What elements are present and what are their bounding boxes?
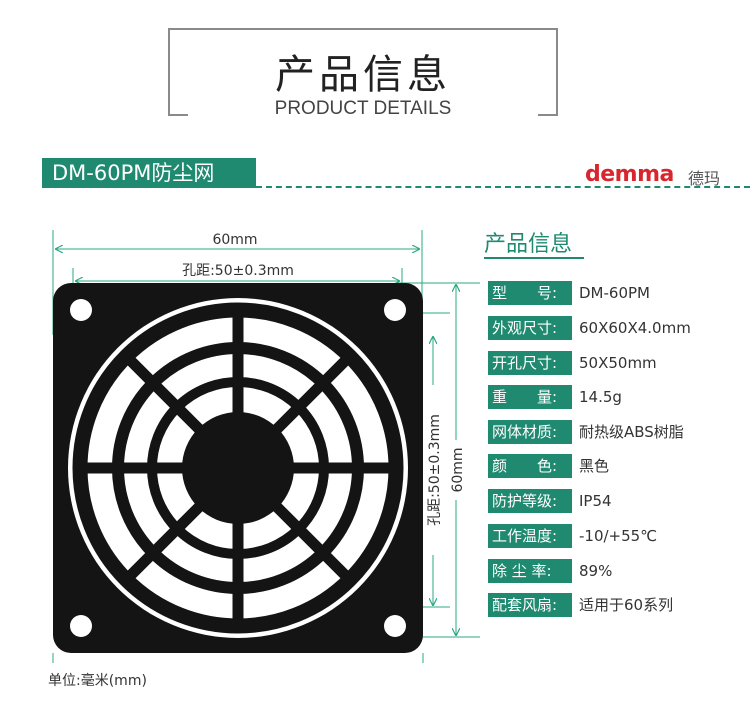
spec-value: 14.5g <box>579 388 622 406</box>
brand-logo: demma <box>585 162 674 187</box>
height-label: 60mm <box>450 447 466 492</box>
hole-pitch-label: 孔距:50±0.3mm <box>182 263 294 279</box>
unit-note: 单位:毫米(mm) <box>48 673 147 689</box>
spec-value: 89% <box>579 562 613 580</box>
fan-guard <box>53 283 423 653</box>
frame-border-left <box>168 28 170 116</box>
spec-label: 除 尘 率: <box>488 559 572 583</box>
spec-row-color: 颜 色: 黑色 <box>488 454 728 478</box>
spec-row-protection: 防护等级: IP54 <box>488 489 728 513</box>
vertical-hole-pitch-label: 孔距:50±0.3mm <box>427 414 443 526</box>
spec-label: 重 量: <box>488 385 572 409</box>
spec-value: 50X50mm <box>579 354 657 372</box>
spec-row-weight: 重 量: 14.5g <box>488 385 728 409</box>
mounting-hole-bottom-right <box>384 615 406 637</box>
product-title-bar: DM-60PM防尘网 <box>42 158 256 188</box>
fan-guard-drawing: 60mm 孔距:50±0.3mm 孔距:50±0.3mm 60mm <box>52 230 480 663</box>
mounting-hole-top-right <box>384 299 406 321</box>
spec-value: DM-60PM <box>579 284 650 302</box>
frame-border-top <box>168 28 558 30</box>
mounting-hole-top-left <box>70 299 92 321</box>
spec-row-model: 型 号: DM-60PM <box>488 281 728 305</box>
spec-value: IP54 <box>579 492 612 510</box>
spec-row-compatible-fan: 配套风扇: 适用于60系列 <box>488 593 728 617</box>
spec-row-dimensions: 外观尺寸: 60X60X4.0mm <box>488 316 728 340</box>
spec-row-opening: 开孔尺寸: 50X50mm <box>488 351 728 375</box>
spec-row-dust-removal: 除 尘 率: 89% <box>488 559 728 583</box>
spec-label: 外观尺寸: <box>488 316 572 340</box>
header-frame: 产品信息 PRODUCT DETAILS <box>168 28 558 119</box>
spec-label: 配套风扇: <box>488 593 572 617</box>
spec-label: 开孔尺寸: <box>488 351 572 375</box>
spec-label: 颜 色: <box>488 454 572 478</box>
spec-value: 黑色 <box>579 457 610 475</box>
spec-title-underline <box>484 257 584 259</box>
mounting-holes <box>61 290 415 646</box>
frame-border-right <box>556 28 558 116</box>
spec-value: 耐热级ABS树脂 <box>579 423 684 441</box>
spec-title: 产品信息 <box>484 232 573 257</box>
spec-value: 60X60X4.0mm <box>579 319 691 337</box>
mounting-hole-bottom-left <box>70 615 92 637</box>
guard-center-hub <box>182 412 294 524</box>
page-title: 产品信息 <box>275 52 451 98</box>
dashed-divider <box>256 186 750 188</box>
page-subtitle: PRODUCT DETAILS <box>274 98 452 119</box>
brand-chinese-name: 德玛 <box>688 169 721 188</box>
spec-value: -10/+55℃ <box>579 527 658 545</box>
spec-value: 适用于60系列 <box>579 596 674 614</box>
spec-label: 工作温度: <box>488 524 572 548</box>
frame-border-bottom-right <box>538 114 558 116</box>
spec-row-material: 网体材质: 耐热级ABS树脂 <box>488 420 728 444</box>
spec-row-temperature: 工作温度: -10/+55℃ <box>488 524 728 548</box>
spec-label: 防护等级: <box>488 489 572 513</box>
spec-label: 型 号: <box>488 281 572 305</box>
width-label: 60mm <box>212 232 257 248</box>
bottom-extension-lines <box>52 653 424 663</box>
spec-label: 网体材质: <box>488 420 572 444</box>
frame-border-bottom-left <box>168 114 188 116</box>
